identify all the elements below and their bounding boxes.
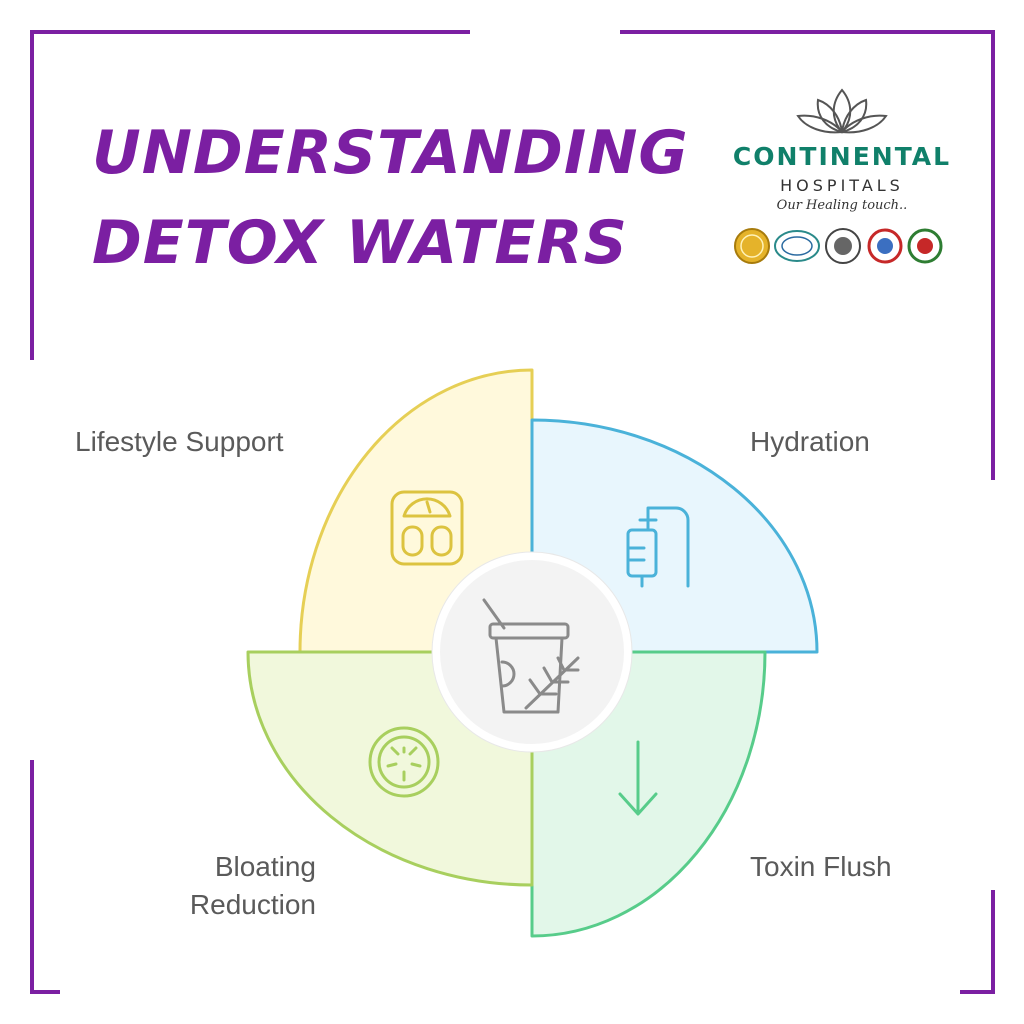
brand-tagline: Our Healing touch.. [776,198,908,213]
detox-cup-icon [482,598,580,714]
label-hydration: Hydration [750,426,870,457]
center-circle [432,552,632,752]
brand-name: CONTINENTAL [732,142,952,171]
iv-drip-icon [626,506,690,588]
down-arrow-icon [618,740,658,816]
label-lifestyle-support: Lifestyle Support [75,426,284,457]
nabl-badge-icon [867,228,903,264]
label-bloating-reduction: Bloating Reduction [189,851,316,920]
title-line-1: UNDERSTANDING [92,118,689,188]
qai-badge-icon [774,230,820,262]
nabh-seal-icon [825,228,861,264]
cucumber-slice-icon [368,726,440,798]
title-line-2: DETOX WATERS [92,208,628,278]
lotus-icon [796,88,888,134]
accreditation-badges [734,228,943,264]
label-toxin-flush: Toxin Flush [750,851,892,882]
weighing-scale-icon [390,490,464,566]
brand-subtitle: HOSPITALS [780,176,904,195]
nabh-badge-icon [907,228,943,264]
continental-hospitals-logo: CONTINENTAL HOSPITALS Our Healing touch.… [722,88,962,278]
jci-badge-icon [734,228,770,264]
